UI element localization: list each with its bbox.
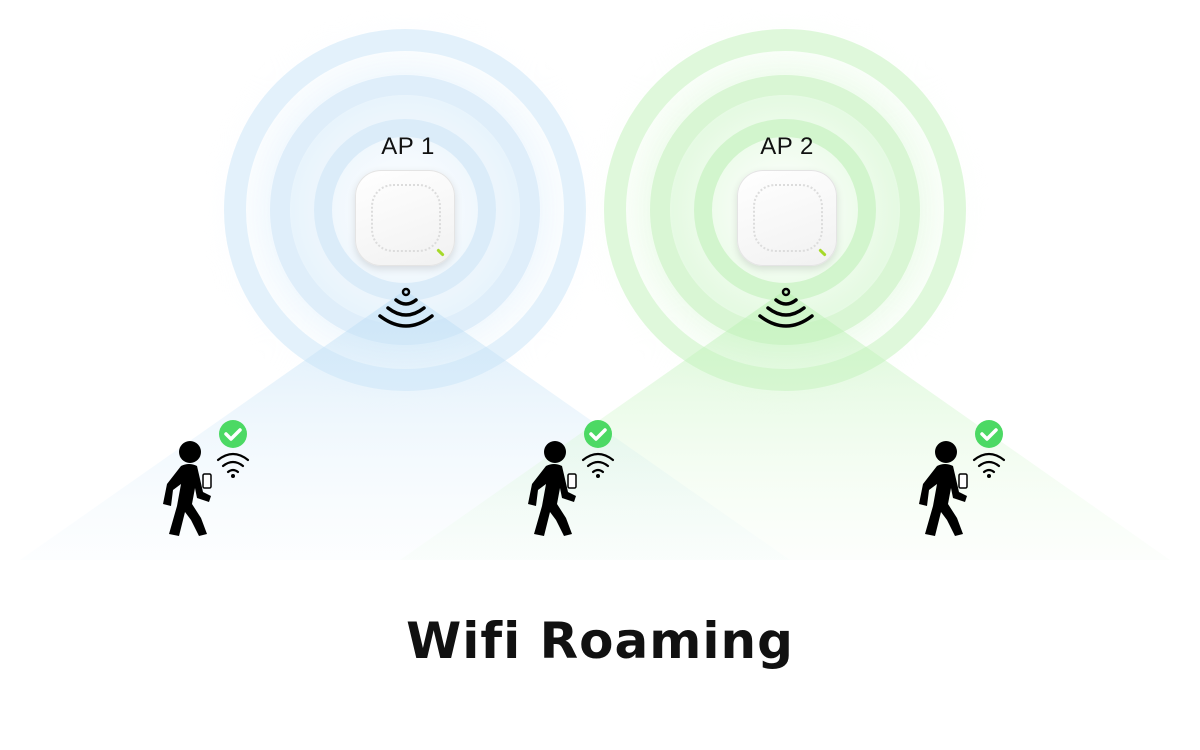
wifi-broadcast-icon: [758, 287, 814, 328]
led-indicator: [818, 248, 827, 257]
wifi-broadcast-icon: [378, 287, 434, 328]
wifi-icon: [216, 452, 250, 478]
ap2-label: AP 2: [760, 133, 814, 160]
led-indicator: [436, 248, 445, 257]
walking-person-with-phone-icon: [163, 441, 212, 536]
walking-person-with-phone-icon: [919, 441, 968, 536]
wifi-icon: [581, 452, 615, 478]
ap1-label: AP 1: [381, 133, 435, 160]
check-circle-icon: [219, 420, 247, 448]
check-circle-icon: [975, 420, 1003, 448]
diagram-title: Wifi Roaming: [406, 612, 794, 670]
check-circle-icon: [584, 420, 612, 448]
access-point-2-device: [737, 170, 837, 266]
wifi-icon: [972, 452, 1006, 478]
client-2: [520, 418, 620, 538]
client-3: [911, 418, 1011, 538]
access-point-1-device: [355, 170, 455, 266]
walking-person-with-phone-icon: [528, 441, 577, 536]
client-1: [155, 418, 255, 538]
ap2-beam: [400, 290, 1170, 560]
